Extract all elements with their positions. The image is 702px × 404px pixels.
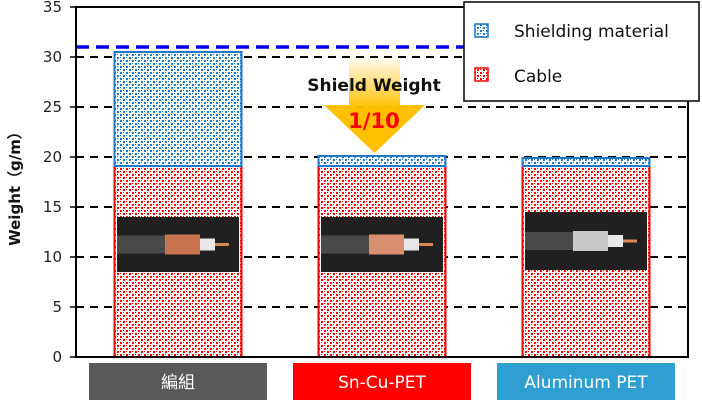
y-axis-label: Weight（g/m） (6, 124, 24, 246)
cable-shield (369, 234, 404, 255)
cable-jacket (321, 235, 369, 254)
cable-dielectric (404, 238, 419, 251)
category-label: 編組 (161, 373, 195, 393)
category-label-box (497, 363, 675, 400)
cable-shield (165, 234, 200, 255)
shield-weight-annotation: Shield Weight 1/10 (307, 55, 441, 153)
y-tick-label: 5 (52, 298, 62, 316)
annotation-ratio: 1/10 (348, 109, 400, 133)
y-tick-label: 0 (52, 348, 62, 366)
cable-core (215, 243, 229, 246)
y-tick-label: 20 (43, 148, 62, 166)
y-tick-label: 10 (43, 248, 62, 266)
legend: Shielding material Cable (463, 1, 700, 102)
legend-label-shielding: Shielding material (514, 22, 669, 42)
cable-photo (321, 217, 443, 272)
y-tick-label: 25 (43, 98, 62, 116)
annotation-text: Shield Weight (307, 76, 441, 96)
cable-photo (525, 212, 647, 270)
bar-shielding (521, 157, 651, 167)
cable-dielectric (200, 238, 215, 251)
y-tick-label: 15 (43, 198, 62, 216)
cable-jacket (117, 235, 165, 254)
plot-frame (75, 6, 689, 358)
bar-shielding (113, 51, 243, 167)
cable-core (623, 239, 637, 243)
legend-swatch-shielding (474, 23, 489, 38)
cable-photo (117, 217, 239, 272)
legend-label-cable: Cable (514, 67, 562, 87)
y-tick-label: 35 (43, 0, 62, 16)
down-arrow-icon (324, 55, 425, 153)
legend-swatch-cable (474, 67, 489, 82)
cable-shield (573, 231, 608, 251)
category-label: Sn-Cu-PET (338, 373, 426, 393)
cable-core (419, 243, 433, 246)
cable-dielectric (608, 235, 623, 247)
y-tick-label: 30 (43, 48, 62, 66)
category-label-box (89, 363, 267, 400)
cable-jacket (525, 232, 573, 250)
category-label: Aluminum PET (524, 373, 648, 393)
bar-shielding (317, 155, 447, 167)
category-label-box (293, 363, 471, 400)
